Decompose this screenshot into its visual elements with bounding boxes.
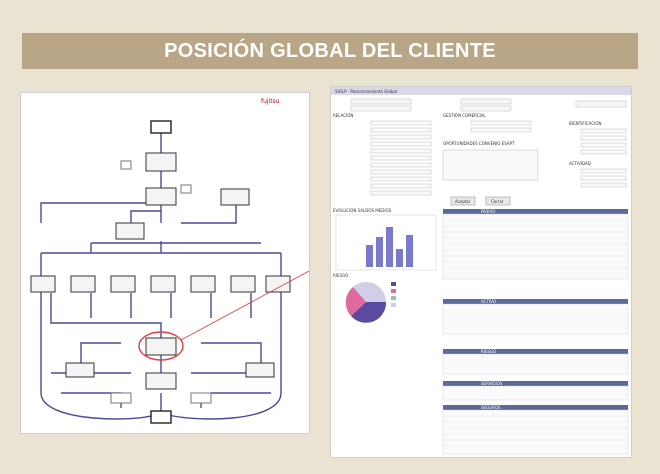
aceptar-button[interactable] xyxy=(450,196,476,206)
aceptar-label: Aceptar xyxy=(455,199,471,204)
bar-chart xyxy=(335,214,437,271)
pie-chart xyxy=(345,282,396,323)
section-actividad: ACTIVIDAD xyxy=(569,161,591,166)
bar-chart-title: EVOLUCIÓN SALDOS MEDIOS xyxy=(333,208,392,213)
cerrar-label: Cerrar xyxy=(491,199,504,204)
table-header-seguros: SEGUROS xyxy=(481,405,501,410)
highlight-circle xyxy=(138,331,184,361)
table-header-servicios: SERVICIOS xyxy=(481,381,503,386)
brand-logo: fujitsu xyxy=(261,98,280,105)
window-titlebar xyxy=(331,87,631,95)
flow-diagram: fujitsu xyxy=(30,98,309,424)
section-gestion: GESTIÓN COMERCIAL xyxy=(443,113,486,118)
page-title-text: POSICIÓN GLOBAL DEL CLIENTE xyxy=(164,39,496,62)
oportunidades-fields xyxy=(442,149,539,181)
data-tables: PASIVO ACTIVO RIESGO SERVICIOS SEGUROS xyxy=(442,209,629,455)
table-header-riesgo: RIESGO xyxy=(481,349,496,354)
table-header-activo: ACTIVO xyxy=(481,299,496,304)
window-title: SIOLP · Posicionamiento Global xyxy=(335,89,397,94)
flow-diagram-panel: fujitsu xyxy=(20,92,310,434)
section-identificacion: IDENTIFICACIÓN xyxy=(569,121,601,126)
actividad-fields xyxy=(580,168,627,188)
flow-nodes xyxy=(30,120,291,424)
table-header-pasivo: PASIVO xyxy=(481,209,495,214)
relacion-fields xyxy=(370,120,432,196)
pie-chart-title: RIESGO xyxy=(333,273,348,278)
section-oportunidades: OPORTUNIDADES CONVENIO ESAPT xyxy=(443,141,515,146)
connector-line xyxy=(180,270,309,341)
gestion-fields xyxy=(470,120,532,133)
page-title: POSICIÓN GLOBAL DEL CLIENTE xyxy=(22,33,638,69)
cerrar-button[interactable] xyxy=(485,196,511,206)
identificacion-fields xyxy=(580,128,627,155)
global-position-form-panel: SIOLP · Posicionamiento Global RELACIÓN … xyxy=(330,86,632,458)
header-fields xyxy=(350,98,627,112)
global-position-form: SIOLP · Posicionamiento Global RELACIÓN … xyxy=(331,87,631,455)
section-relacion: RELACIÓN xyxy=(333,113,353,118)
